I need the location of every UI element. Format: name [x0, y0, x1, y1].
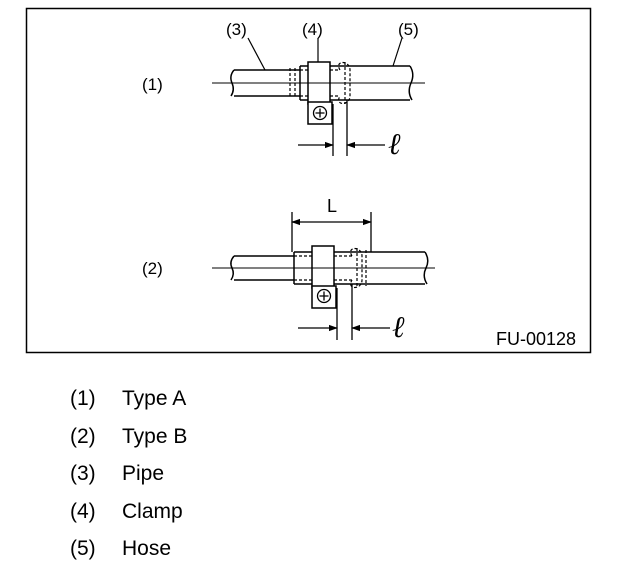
legend-item-clamp: (4) Clamp — [70, 493, 187, 531]
screw-icon-b — [316, 288, 332, 304]
callout-pipe: (3) — [226, 20, 247, 39]
legend-number: (4) — [70, 499, 96, 523]
legend-number: (3) — [70, 462, 96, 485]
legend-label: Pipe — [122, 462, 165, 485]
pipe-bulge-a — [338, 61, 351, 105]
callout-hose: (5) — [398, 20, 419, 39]
legend-number: (1) — [70, 387, 96, 410]
legend-item-type-b: (2) Type B — [70, 418, 187, 456]
legend-list: (1) Type A (2) Type B (3) Pipe (4) Clamp (5)… — [70, 380, 187, 568]
callout-clamp: (4) — [302, 20, 323, 39]
legend-label: Type A — [122, 387, 187, 410]
legend-number: (5) — [70, 537, 96, 560]
callout-type-a: (1) — [142, 75, 163, 94]
type-a-assembly: ℓ — [212, 61, 425, 161]
dimension-ell-a: ℓ — [388, 128, 401, 161]
type-b-assembly: L ℓ — [212, 196, 435, 344]
dimension-ell-b: ℓ — [392, 311, 405, 344]
legend-item-pipe: (3) Pipe — [70, 455, 187, 493]
dimension-L: L — [327, 196, 337, 216]
legend-number: (2) — [70, 424, 96, 448]
screw-icon-a — [312, 105, 328, 121]
legend-item-type-a: (1) Type A — [70, 380, 187, 418]
figure-frame — [25, 7, 592, 354]
legend-label: Clamp — [122, 499, 183, 523]
callout-type-b: (2) — [142, 259, 163, 278]
legend-label: Hose — [122, 537, 172, 560]
legend-item-hose: (5) Hose — [70, 530, 187, 568]
legend-label: Type B — [122, 424, 188, 448]
figure-code: FU-00128 — [496, 329, 576, 349]
